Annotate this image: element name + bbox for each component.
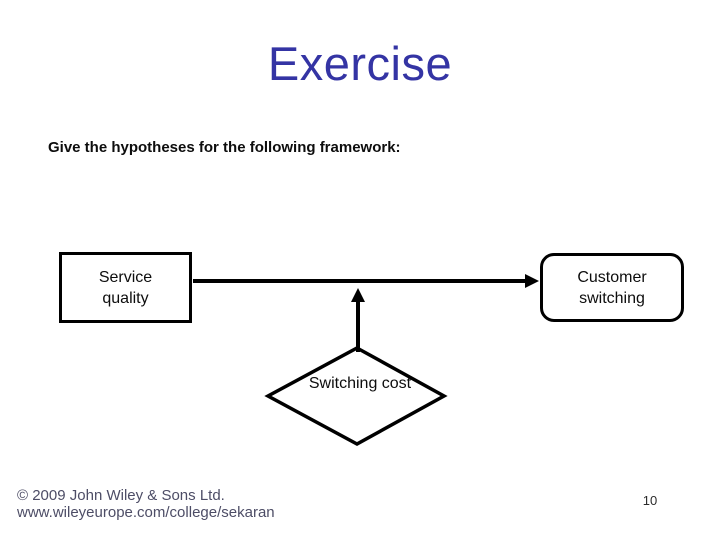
page-number: 10 [642, 493, 658, 508]
service-quality-label: Service quality [98, 268, 153, 307]
service-quality-box: Service quality [59, 252, 192, 323]
customer-switching-box: Customer switching [540, 253, 684, 322]
slide-title: Exercise [267, 37, 453, 90]
footer-website: www.wileyeurope.com/college/sekaran [17, 504, 275, 521]
slide-footer: © 2009 John Wiley & Sons Ltd. www.wileye… [17, 487, 275, 521]
customer-switching-label: Customer switching [577, 268, 647, 307]
footer-copyright: © 2009 John Wiley & Sons Ltd. [17, 487, 225, 504]
switching-cost-label: Switching cost [308, 375, 412, 392]
switching-cost-diamond-shape [264, 346, 448, 446]
moderator-arrow-head [351, 288, 365, 302]
causal-arrow-head [525, 274, 539, 288]
instruction-text: Give the hypotheses for the following fr… [48, 139, 401, 156]
